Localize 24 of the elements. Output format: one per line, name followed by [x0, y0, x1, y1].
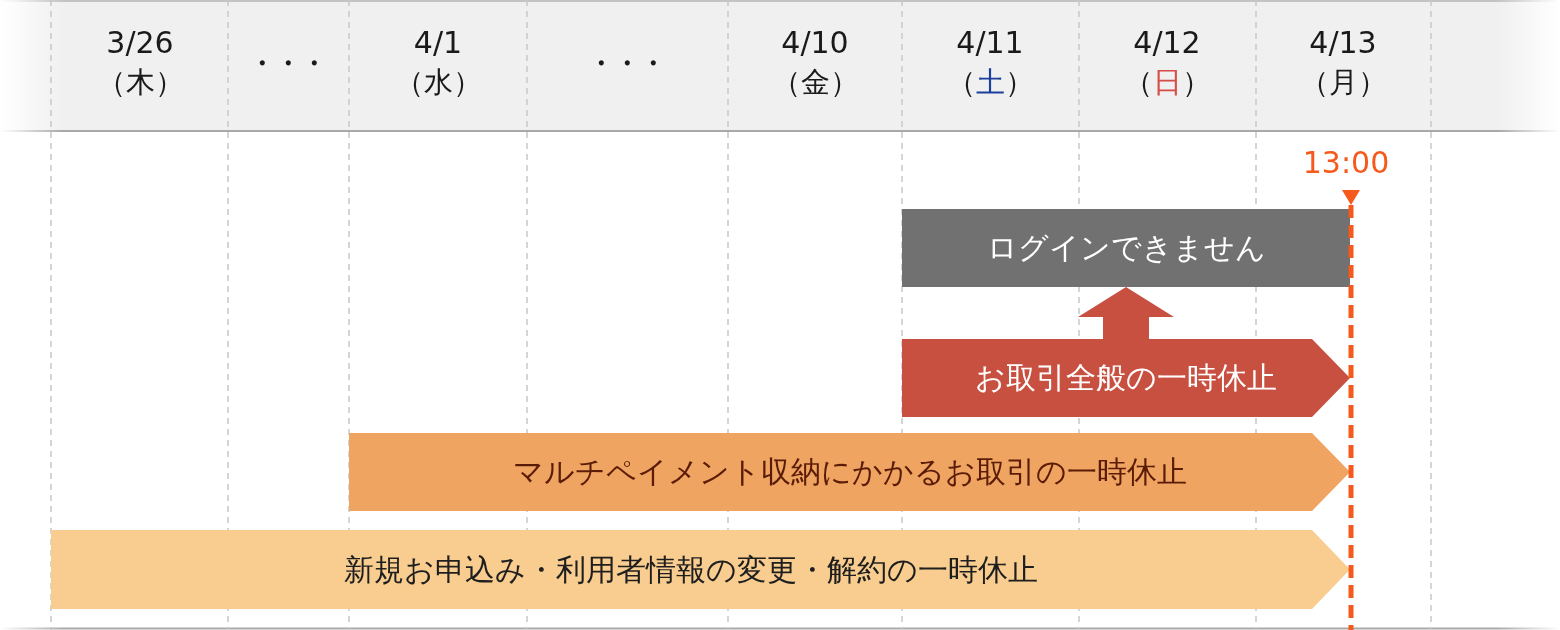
bar-label: お取引全般の一時休止: [975, 360, 1277, 396]
ellipsis-label: ・・・: [249, 49, 327, 79]
bar-label: マルチペイメント収納にかかるお取引の一時休止: [512, 454, 1187, 490]
bar-label: ログインできません: [986, 230, 1266, 266]
date-label: 4/12: [1133, 25, 1201, 61]
weekday-label: （日）: [1123, 66, 1211, 100]
period-bar: [902, 339, 1350, 417]
weekday-label: （金）: [771, 66, 859, 100]
weekday-label: （月）: [1299, 66, 1387, 100]
time-label: 13:00: [1302, 145, 1390, 181]
weekday-label: （木）: [96, 66, 184, 100]
bar-label: 新規お申込み・利用者情報の変更・解約の一時休止: [343, 551, 1038, 588]
period-bar: [349, 433, 1350, 511]
date-label: 4/10: [781, 25, 849, 61]
period-bar: [51, 530, 1350, 609]
weekday-label: （水）: [394, 66, 482, 100]
status-bar: [902, 209, 1350, 287]
block-arrow: [1078, 287, 1174, 339]
weekday-label: （土）: [946, 66, 1034, 100]
date-label: 4/13: [1309, 25, 1377, 61]
date-label: 3/26: [106, 25, 174, 61]
date-label: 4/11: [956, 25, 1024, 61]
date-label: 4/1: [413, 25, 463, 61]
ellipsis-label: ・・・: [588, 49, 666, 79]
